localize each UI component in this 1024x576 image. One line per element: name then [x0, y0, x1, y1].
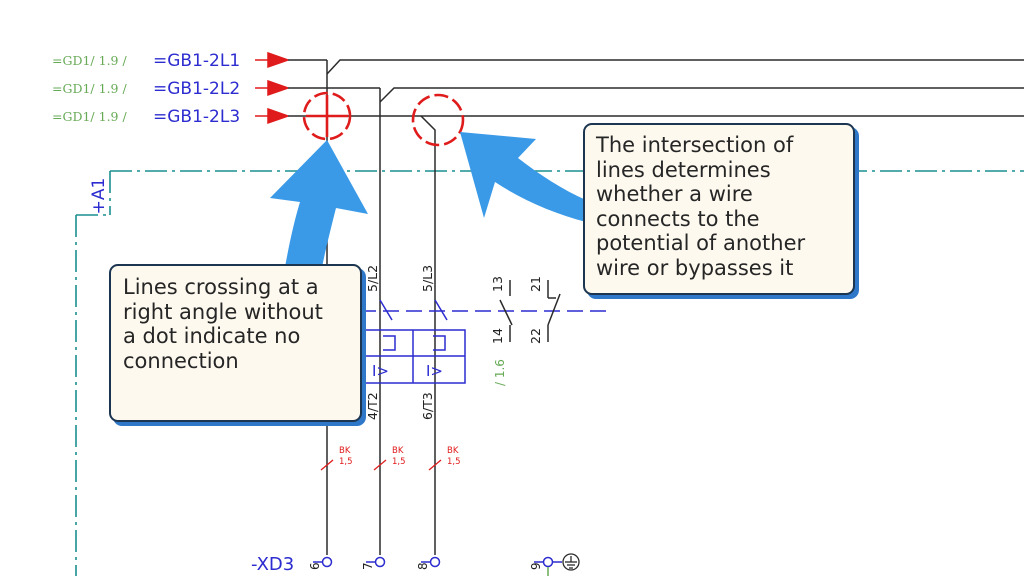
pole-label-2: 5/L3 — [420, 265, 435, 292]
callout-right-line-6: wire or bypasses it — [596, 255, 794, 280]
wire-label-l2: =GB1-2L2 — [153, 79, 240, 99]
cable-tick-1 — [320, 459, 334, 471]
arrow-marker-l3 — [267, 107, 291, 125]
cable-color-1: BK — [339, 446, 351, 456]
enclosure-frame — [75, 170, 1024, 576]
out-label-2: 6/T3 — [420, 392, 435, 420]
terminal-8 — [429, 556, 441, 568]
pointer-arrow-right — [460, 132, 586, 222]
cable-size-1: 1,5 — [339, 457, 353, 467]
terminal-name: -XD3 — [251, 554, 294, 575]
wire-label-l3: =GB1-2L3 — [153, 107, 240, 127]
aux-contact-13-blade — [499, 299, 513, 326]
terminal-number-9: 9 — [529, 562, 543, 570]
callout-right-line-4: connects to the — [596, 206, 760, 231]
thermal-symbol-2 — [433, 335, 446, 351]
wire-l1-bus — [326, 59, 1024, 75]
out-label-1: 4/T2 — [365, 392, 380, 420]
reference-l3: =GD1/ 1.9 / — [52, 109, 127, 124]
reference-l2: =GD1/ 1.9 / — [52, 81, 127, 96]
callout-right-line-3: whether a wire — [596, 182, 753, 206]
pointer-arrow-left — [270, 140, 368, 278]
callout-left-line-4: connection — [123, 348, 239, 373]
aux-label-13: 13 — [490, 276, 505, 292]
terminal-6 — [321, 556, 333, 568]
bend-highlight-circle — [411, 93, 465, 147]
breaker-contact-2 — [434, 299, 448, 321]
aux-reference: / 1.6 — [493, 359, 507, 386]
trip-symbol-2: I> — [426, 362, 443, 380]
callout-right-line-2: lines determines — [596, 157, 771, 182]
callout-no-connection-explanation: Lines crossing at a right angle without … — [109, 264, 362, 422]
aux-contacts — [499, 280, 561, 342]
crossing-highlight-circle — [302, 91, 352, 141]
cable-color-2: BK — [392, 446, 404, 456]
cable-size-2: 1,5 — [392, 457, 406, 467]
callout-left-line-3: a dot indicate no — [123, 324, 301, 348]
cable-marks — [320, 459, 442, 471]
ground-icon — [562, 553, 580, 571]
wire-vertical-3 — [420, 115, 436, 555]
terminal-number-6: 6 — [308, 562, 322, 570]
breaker-contact-1 — [379, 299, 393, 321]
cable-tick-2 — [373, 459, 387, 471]
cable-color-3: BK — [447, 446, 459, 456]
wire-arrow-markers — [255, 51, 291, 125]
aux-label-22: 22 — [528, 328, 543, 344]
pole-label-1: 5/L2 — [365, 265, 380, 292]
frame-label: +A1 — [89, 178, 109, 215]
arrow-marker-l1 — [267, 51, 291, 69]
arrow-marker-l2 — [267, 79, 291, 97]
terminal-number-8: 8 — [416, 562, 430, 570]
aux-contact-21-blade — [547, 293, 561, 326]
terminal-9 — [542, 556, 554, 568]
wire-label-l1: =GB1-2L1 — [153, 51, 240, 71]
aux-label-14: 14 — [490, 328, 505, 344]
thermal-symbol-1 — [383, 335, 396, 351]
cable-tick-3 — [428, 459, 442, 471]
highlight-circles — [302, 91, 465, 147]
aux-label-21: 21 — [528, 276, 543, 292]
callout-right-line-5: potential of another — [596, 231, 806, 255]
terminal-number-7: 7 — [361, 562, 375, 570]
reference-l1: =GD1/ 1.9 / — [52, 53, 127, 68]
callout-intersection-explanation: The intersection of lines determines whe… — [583, 123, 855, 295]
cable-size-3: 1,5 — [447, 457, 461, 467]
callout-right-line-1: The intersection of — [596, 133, 794, 157]
callout-left-line-2: right angle without — [123, 299, 323, 324]
terminal-7 — [374, 556, 386, 568]
wire-l2-bus — [379, 87, 1024, 103]
callout-left-line-1: Lines crossing at a — [123, 275, 319, 299]
circuit-breaker — [360, 299, 610, 384]
terminals — [321, 556, 554, 568]
trip-symbol-1: I> — [372, 362, 389, 380]
